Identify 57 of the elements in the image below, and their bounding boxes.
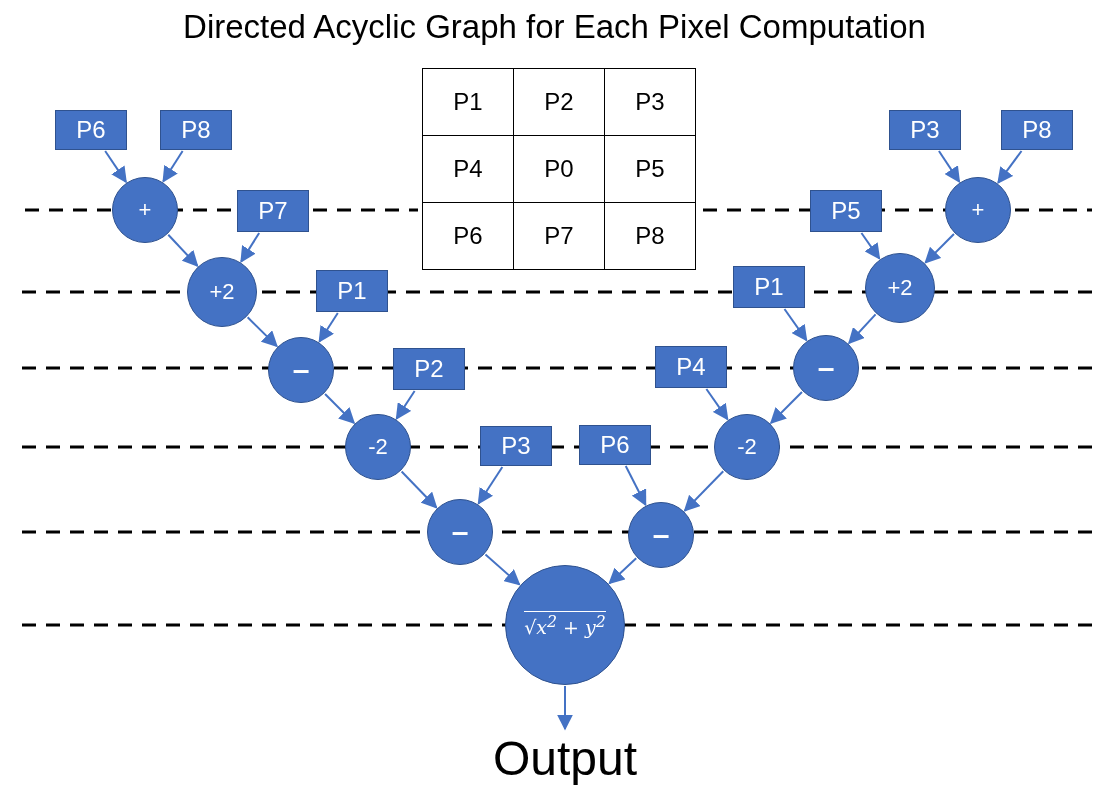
pixel-box: P4 (655, 346, 727, 388)
arrow (769, 391, 803, 425)
arrow (318, 312, 339, 343)
operation-circle: – (628, 502, 694, 568)
arrow (860, 232, 881, 260)
operation-circle: – (793, 335, 859, 401)
table-cell: P0 (514, 136, 605, 203)
arrow (848, 313, 877, 345)
arrow (162, 150, 184, 183)
table-cell: P8 (605, 203, 696, 270)
table-cell: P3 (605, 69, 696, 136)
pixel-box: P8 (1001, 110, 1073, 150)
arrow (683, 470, 725, 512)
arrow (400, 470, 438, 509)
table-cell: P1 (423, 69, 514, 136)
arrow (240, 232, 261, 263)
table-cell: P6 (423, 203, 514, 270)
arrow (705, 388, 729, 421)
pixel-box: P8 (160, 110, 232, 150)
arrow (937, 150, 961, 183)
operation-circle: +2 (865, 253, 935, 323)
arrow (608, 557, 638, 585)
pixel-box: P6 (55, 110, 127, 150)
table-cell: P5 (605, 136, 696, 203)
arrow (624, 465, 647, 507)
pixel-box: P6 (579, 425, 651, 465)
arrow (997, 150, 1023, 184)
operation-circle: + (945, 177, 1011, 243)
diagram-title: Directed Acyclic Graph for Each Pixel Computation (182, 8, 927, 46)
table-cell: P4 (423, 136, 514, 203)
table-cell: P7 (514, 203, 605, 270)
operation-circle: √x$^{2}$ + y$^{2}$ (505, 565, 625, 685)
arrow (477, 466, 504, 505)
arrow (395, 390, 416, 420)
arrow (167, 233, 199, 267)
arrow (924, 233, 955, 264)
operation-circle: + (112, 177, 178, 243)
operation-circle: +2 (187, 257, 257, 327)
arrow (783, 308, 808, 342)
arrow (484, 553, 521, 586)
pixel-box: P3 (889, 110, 961, 150)
operation-circle: -2 (345, 414, 411, 480)
table-cell: P2 (514, 69, 605, 136)
arrow (246, 316, 278, 348)
arrow (104, 150, 127, 184)
pixel-box: P7 (237, 190, 309, 232)
operation-circle: -2 (714, 414, 780, 480)
arrow (324, 393, 356, 425)
operation-circle: – (268, 337, 334, 403)
pixel-box: P1 (316, 270, 388, 312)
pixel-box: P5 (810, 190, 882, 232)
arrow (557, 685, 573, 731)
pixel-box: P1 (733, 266, 805, 308)
pixel-box: P3 (480, 426, 552, 466)
output-label: Output (475, 730, 655, 786)
pixel-box: P2 (393, 348, 465, 390)
operation-circle: – (427, 499, 493, 565)
